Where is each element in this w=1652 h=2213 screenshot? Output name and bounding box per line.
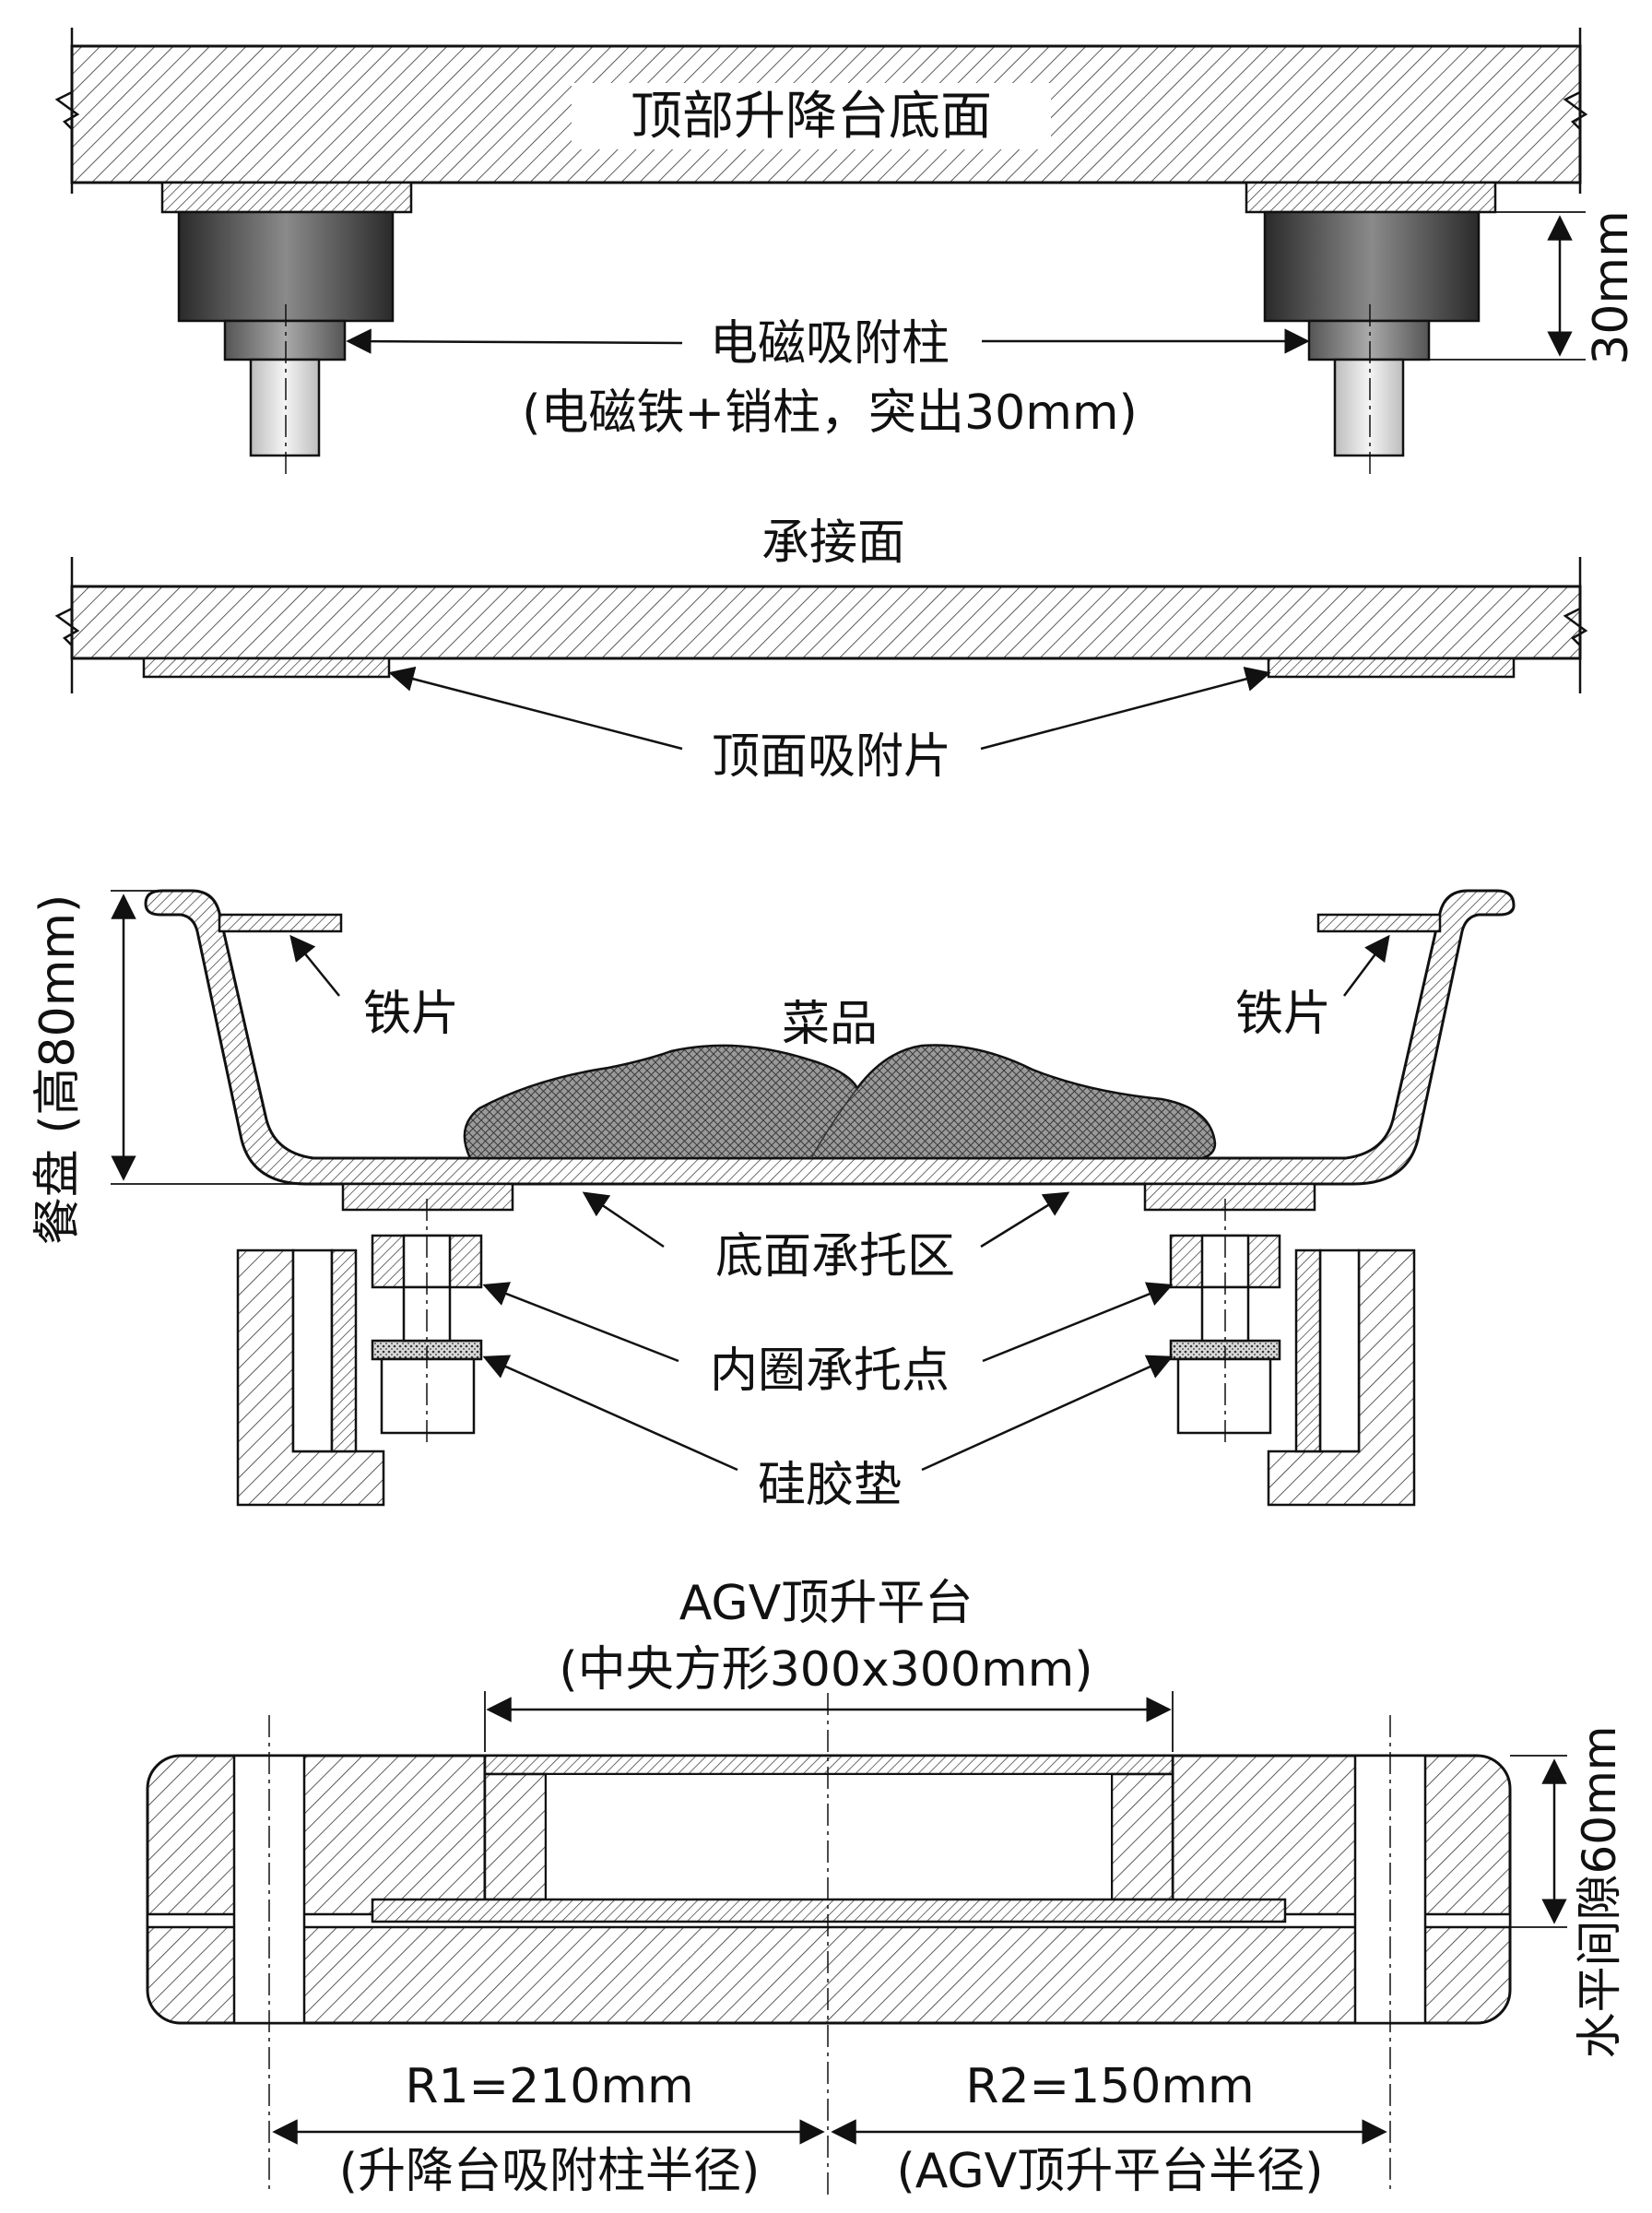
support-assembly-right	[1169, 1199, 1416, 1507]
agv-lift-plate	[371, 1898, 1287, 1923]
iron-leader-right	[1343, 934, 1390, 997]
break-line-right	[1563, 28, 1588, 194]
tray-section: 铁片 铁片 菜品 餐盘 (高80mm)	[30, 889, 1516, 1513]
receiving-plate	[70, 585, 1582, 660]
iron-plate-right	[1316, 913, 1442, 933]
break-line-left-2	[54, 557, 80, 693]
posts-note: (电磁铁+销柱，突出30mm)	[522, 385, 1138, 441]
adsorption-plate-right	[1267, 657, 1516, 679]
posts-leader-left	[346, 328, 683, 354]
break-line-left	[54, 28, 80, 194]
magnetic-post-left	[160, 181, 413, 479]
food-mound	[463, 1044, 1217, 1160]
agv-section: AGV顶升平台 (中央方形300x300mm) 水平间隙60mm R1=210m…	[146, 1576, 1626, 2199]
iron-label-right: 铁片	[1235, 987, 1331, 1042]
iron-label-left: 铁片	[363, 987, 459, 1042]
top-platform-section: 顶部升降台底面 电磁吸附柱 (电磁铁+销柱，突出30mm) 30mm	[54, 28, 1639, 479]
plates-leader-left	[388, 666, 683, 751]
plates-label: 顶面吸附片	[712, 729, 951, 785]
magnetic-post-right	[1245, 181, 1497, 479]
r2-note: (AGV顶升平台半径)	[896, 2144, 1323, 2199]
posts-label: 电磁吸附柱	[710, 316, 950, 372]
bottom-support-label: 底面承托区	[715, 1229, 955, 1284]
silicone-pad-label: 硅胶垫	[758, 1458, 902, 1513]
iron-plate-left	[218, 913, 343, 933]
bottom-support-right	[1143, 1182, 1316, 1212]
tray-height-label: 餐盘 (高80mm)	[30, 894, 86, 1246]
surface-label: 承接面	[761, 515, 905, 571]
gap-label: 水平间隙60mm	[1573, 1725, 1626, 2058]
platform-label: 顶部升降台底面	[631, 87, 992, 147]
iron-leader-left	[289, 934, 340, 997]
inner-ring-label: 内圈承托点	[710, 1343, 950, 1399]
support-assembly-left	[236, 1199, 483, 1507]
bottom-support-left	[341, 1182, 514, 1212]
dim-protrusion: 30mm	[1584, 210, 1639, 364]
r1-note: (升降台吸附柱半径)	[339, 2144, 761, 2199]
r2-label: R2=150mm	[965, 2059, 1254, 2114]
adsorption-plate-left	[142, 657, 391, 679]
break-line-right-2	[1563, 557, 1588, 693]
plates-leader-right	[980, 666, 1271, 751]
receiving-surface-section: 承接面 顶面吸附片	[54, 515, 1588, 785]
agv-title: AGV顶升平台	[679, 1576, 974, 1631]
tray-shell	[144, 889, 1516, 1186]
agv-subtitle: (中央方形300x300mm)	[559, 1642, 1092, 1698]
food-label: 菜品	[782, 997, 878, 1052]
r1-label: R1=210mm	[405, 2059, 693, 2114]
